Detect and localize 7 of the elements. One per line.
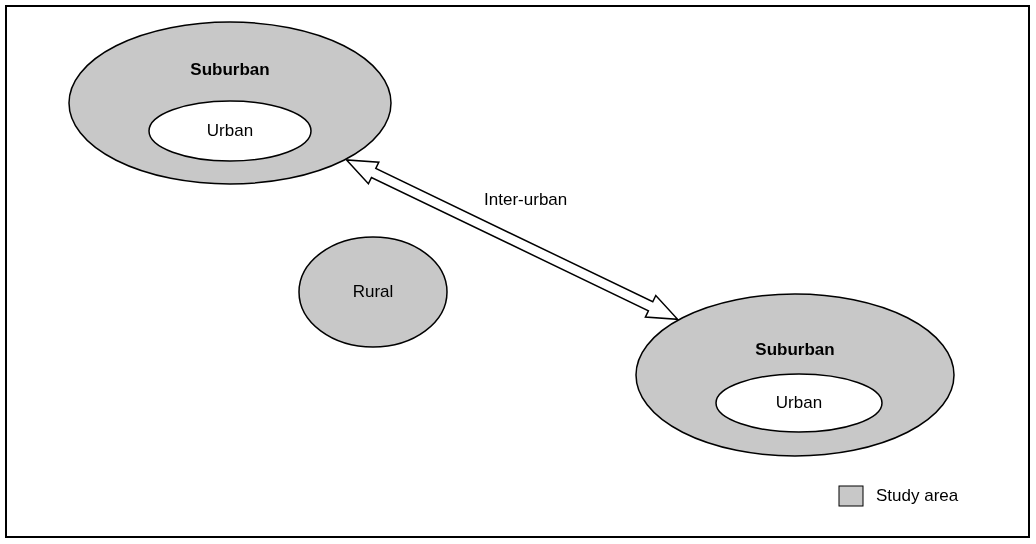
area-label: Urban — [205, 121, 255, 141]
area-label: Rural — [351, 282, 395, 302]
area-label: Suburban — [189, 60, 271, 80]
block-arrow — [344, 159, 680, 321]
area-label: Suburban — [754, 340, 836, 360]
area-label: Urban — [774, 393, 824, 413]
legend-label: Study area — [876, 486, 959, 506]
